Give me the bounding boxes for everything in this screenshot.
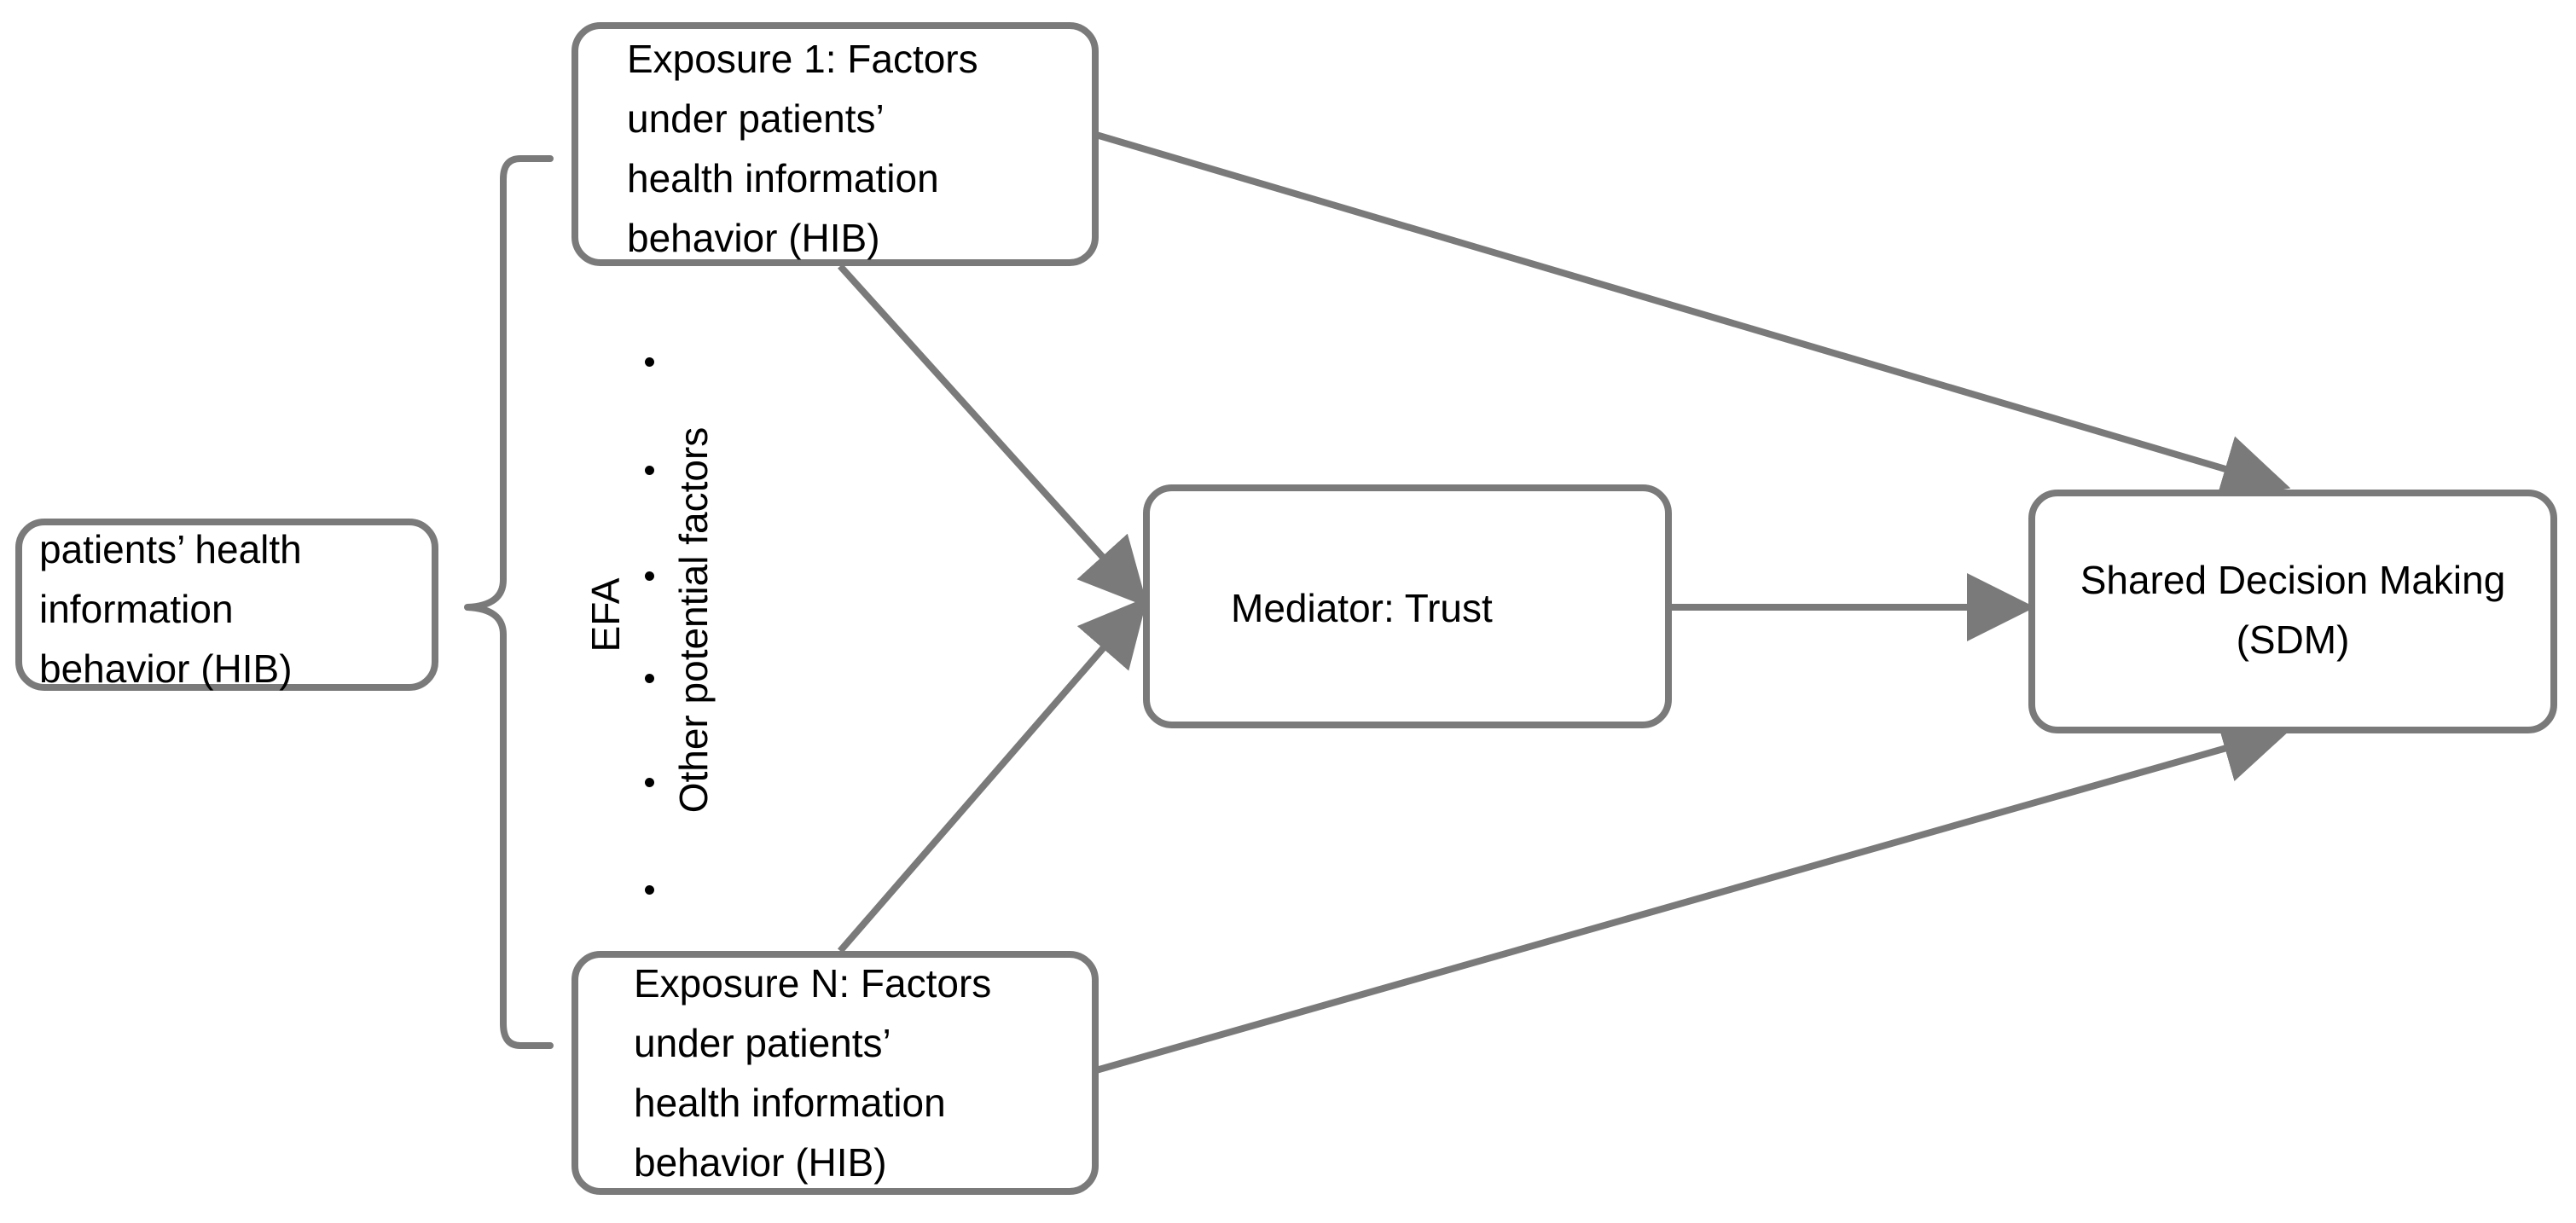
efa-label: EFA [583, 577, 628, 652]
bullet-dot [645, 674, 654, 683]
exposureN-node [571, 951, 1099, 1195]
hib-node [15, 519, 438, 691]
arrow-exposure1-to-mediator [838, 264, 1148, 607]
exposure1-node [571, 22, 1099, 266]
other-potential-factors-label: Other potential factors [671, 426, 716, 814]
arrow-exposure1-to-sdm [1094, 131, 2291, 502]
bullet-dot [645, 466, 654, 475]
bullet-dot [645, 778, 654, 787]
exposure1-node-label: Exposure 1: Factors under patients’ heal… [627, 37, 978, 260]
bullet-dot [645, 357, 654, 367]
bullet-dot [645, 571, 654, 581]
hib-node-label: patients’ health information behavior (H… [39, 527, 302, 691]
group-brace [464, 155, 554, 1049]
arrow-exposureN-to-sdm [1094, 716, 2291, 1074]
bullet-dot [645, 885, 654, 895]
sdm-node-label: Shared Decision Making (SDM) [2080, 558, 2506, 662]
sdm-node [2028, 490, 2557, 733]
mediator-node-label: Mediator: Trust [1231, 586, 1493, 630]
mediator-node [1143, 484, 1672, 728]
arrow-exposureN-to-mediator [837, 596, 1148, 953]
exposureN-node-label: Exposure N: Factors under patients’ heal… [634, 961, 992, 1185]
